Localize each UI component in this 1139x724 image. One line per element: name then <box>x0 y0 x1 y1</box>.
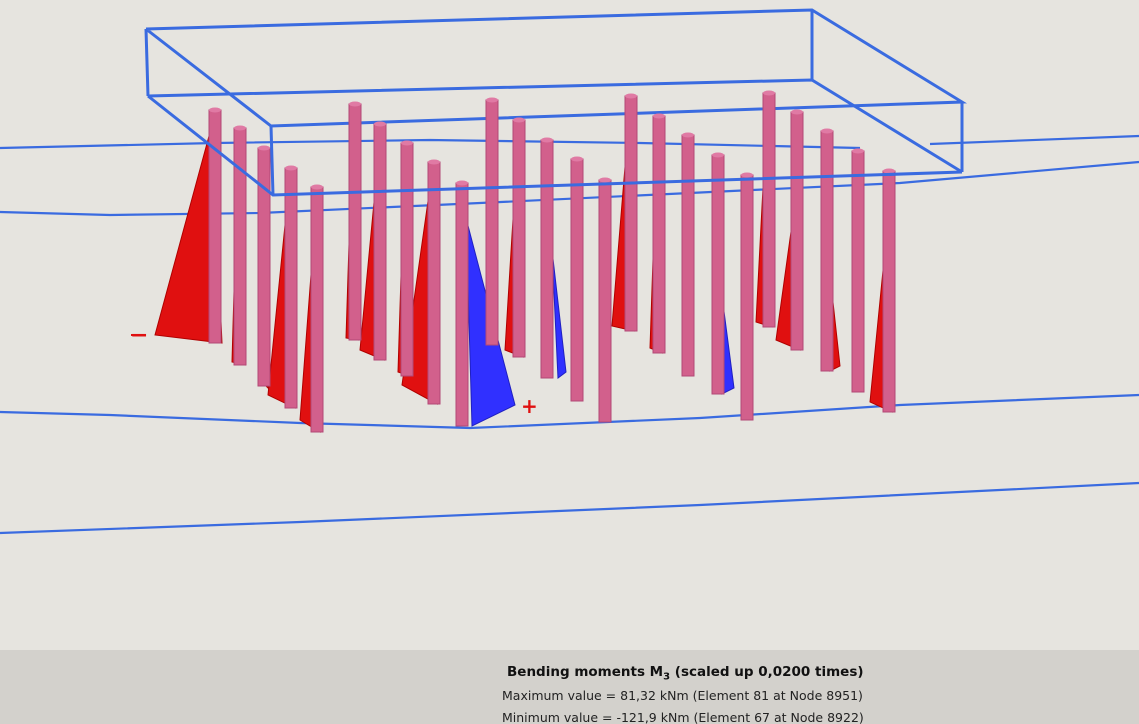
pile[interactable] <box>820 130 834 372</box>
pile[interactable] <box>348 103 362 341</box>
pile[interactable] <box>233 127 247 366</box>
pile-head <box>513 117 525 123</box>
pile-head <box>741 172 753 178</box>
pile[interactable] <box>570 158 584 402</box>
pile-head <box>571 156 583 162</box>
soil-line-mid <box>0 160 1139 217</box>
pile[interactable] <box>485 99 499 346</box>
pile-head <box>209 107 221 113</box>
moment-wedge <box>551 249 567 379</box>
pile[interactable] <box>284 167 298 409</box>
pile[interactable] <box>762 92 776 328</box>
pile-head <box>883 168 895 174</box>
pile-head <box>311 184 323 190</box>
pile[interactable] <box>400 142 414 377</box>
pile[interactable] <box>851 150 865 393</box>
pile[interactable] <box>790 111 804 351</box>
pile-head <box>763 90 775 96</box>
pile[interactable] <box>711 154 725 395</box>
soil-line-right-top <box>929 134 1139 146</box>
pile[interactable] <box>512 119 526 358</box>
pile[interactable] <box>740 174 754 421</box>
pile-head <box>541 137 553 143</box>
pile-cap-box-front <box>147 94 964 197</box>
pile[interactable] <box>882 170 896 413</box>
pile[interactable] <box>373 123 387 361</box>
pile-head <box>599 177 611 183</box>
pile-head <box>456 180 468 186</box>
pile[interactable] <box>624 95 638 332</box>
pile-head <box>428 159 440 165</box>
pile-head <box>625 93 637 99</box>
pile-head <box>285 165 297 171</box>
pile-head <box>852 148 864 154</box>
pile-head <box>821 128 833 134</box>
pile-head <box>486 97 498 103</box>
pile-head <box>791 109 803 115</box>
soil-layer-lines <box>0 134 1139 535</box>
pile-head <box>653 113 665 119</box>
soil-line-lower <box>0 393 1139 430</box>
pile[interactable] <box>310 186 324 433</box>
pile[interactable] <box>455 182 469 427</box>
soil-line-top <box>0 138 861 150</box>
pile-head <box>349 101 361 107</box>
legend-title: Bending moments M3 (scaled up 0,0200 tim… <box>507 664 864 683</box>
pile-head <box>258 145 270 151</box>
results-legend: Bending moments M3 (scaled up 0,0200 tim… <box>0 650 1139 724</box>
pile[interactable] <box>681 134 695 377</box>
pile[interactable] <box>427 161 441 405</box>
soil-line-bottom <box>0 481 1139 535</box>
pile-head <box>374 121 386 127</box>
model-3d-view[interactable]: − + <box>0 0 1139 650</box>
max-value-marker: + <box>521 394 538 418</box>
pile[interactable] <box>652 115 666 354</box>
pile[interactable] <box>540 139 554 379</box>
pile-head <box>712 152 724 158</box>
pile-head <box>234 125 246 131</box>
pile-head <box>682 132 694 138</box>
piles <box>208 90 896 433</box>
legend-min-value: Minimum value = -121,9 kNm (Element 67 a… <box>502 710 864 724</box>
pile[interactable] <box>598 179 612 423</box>
pile-head <box>401 140 413 146</box>
legend-max-value: Maximum value = 81,32 kNm (Element 81 at… <box>502 688 863 703</box>
